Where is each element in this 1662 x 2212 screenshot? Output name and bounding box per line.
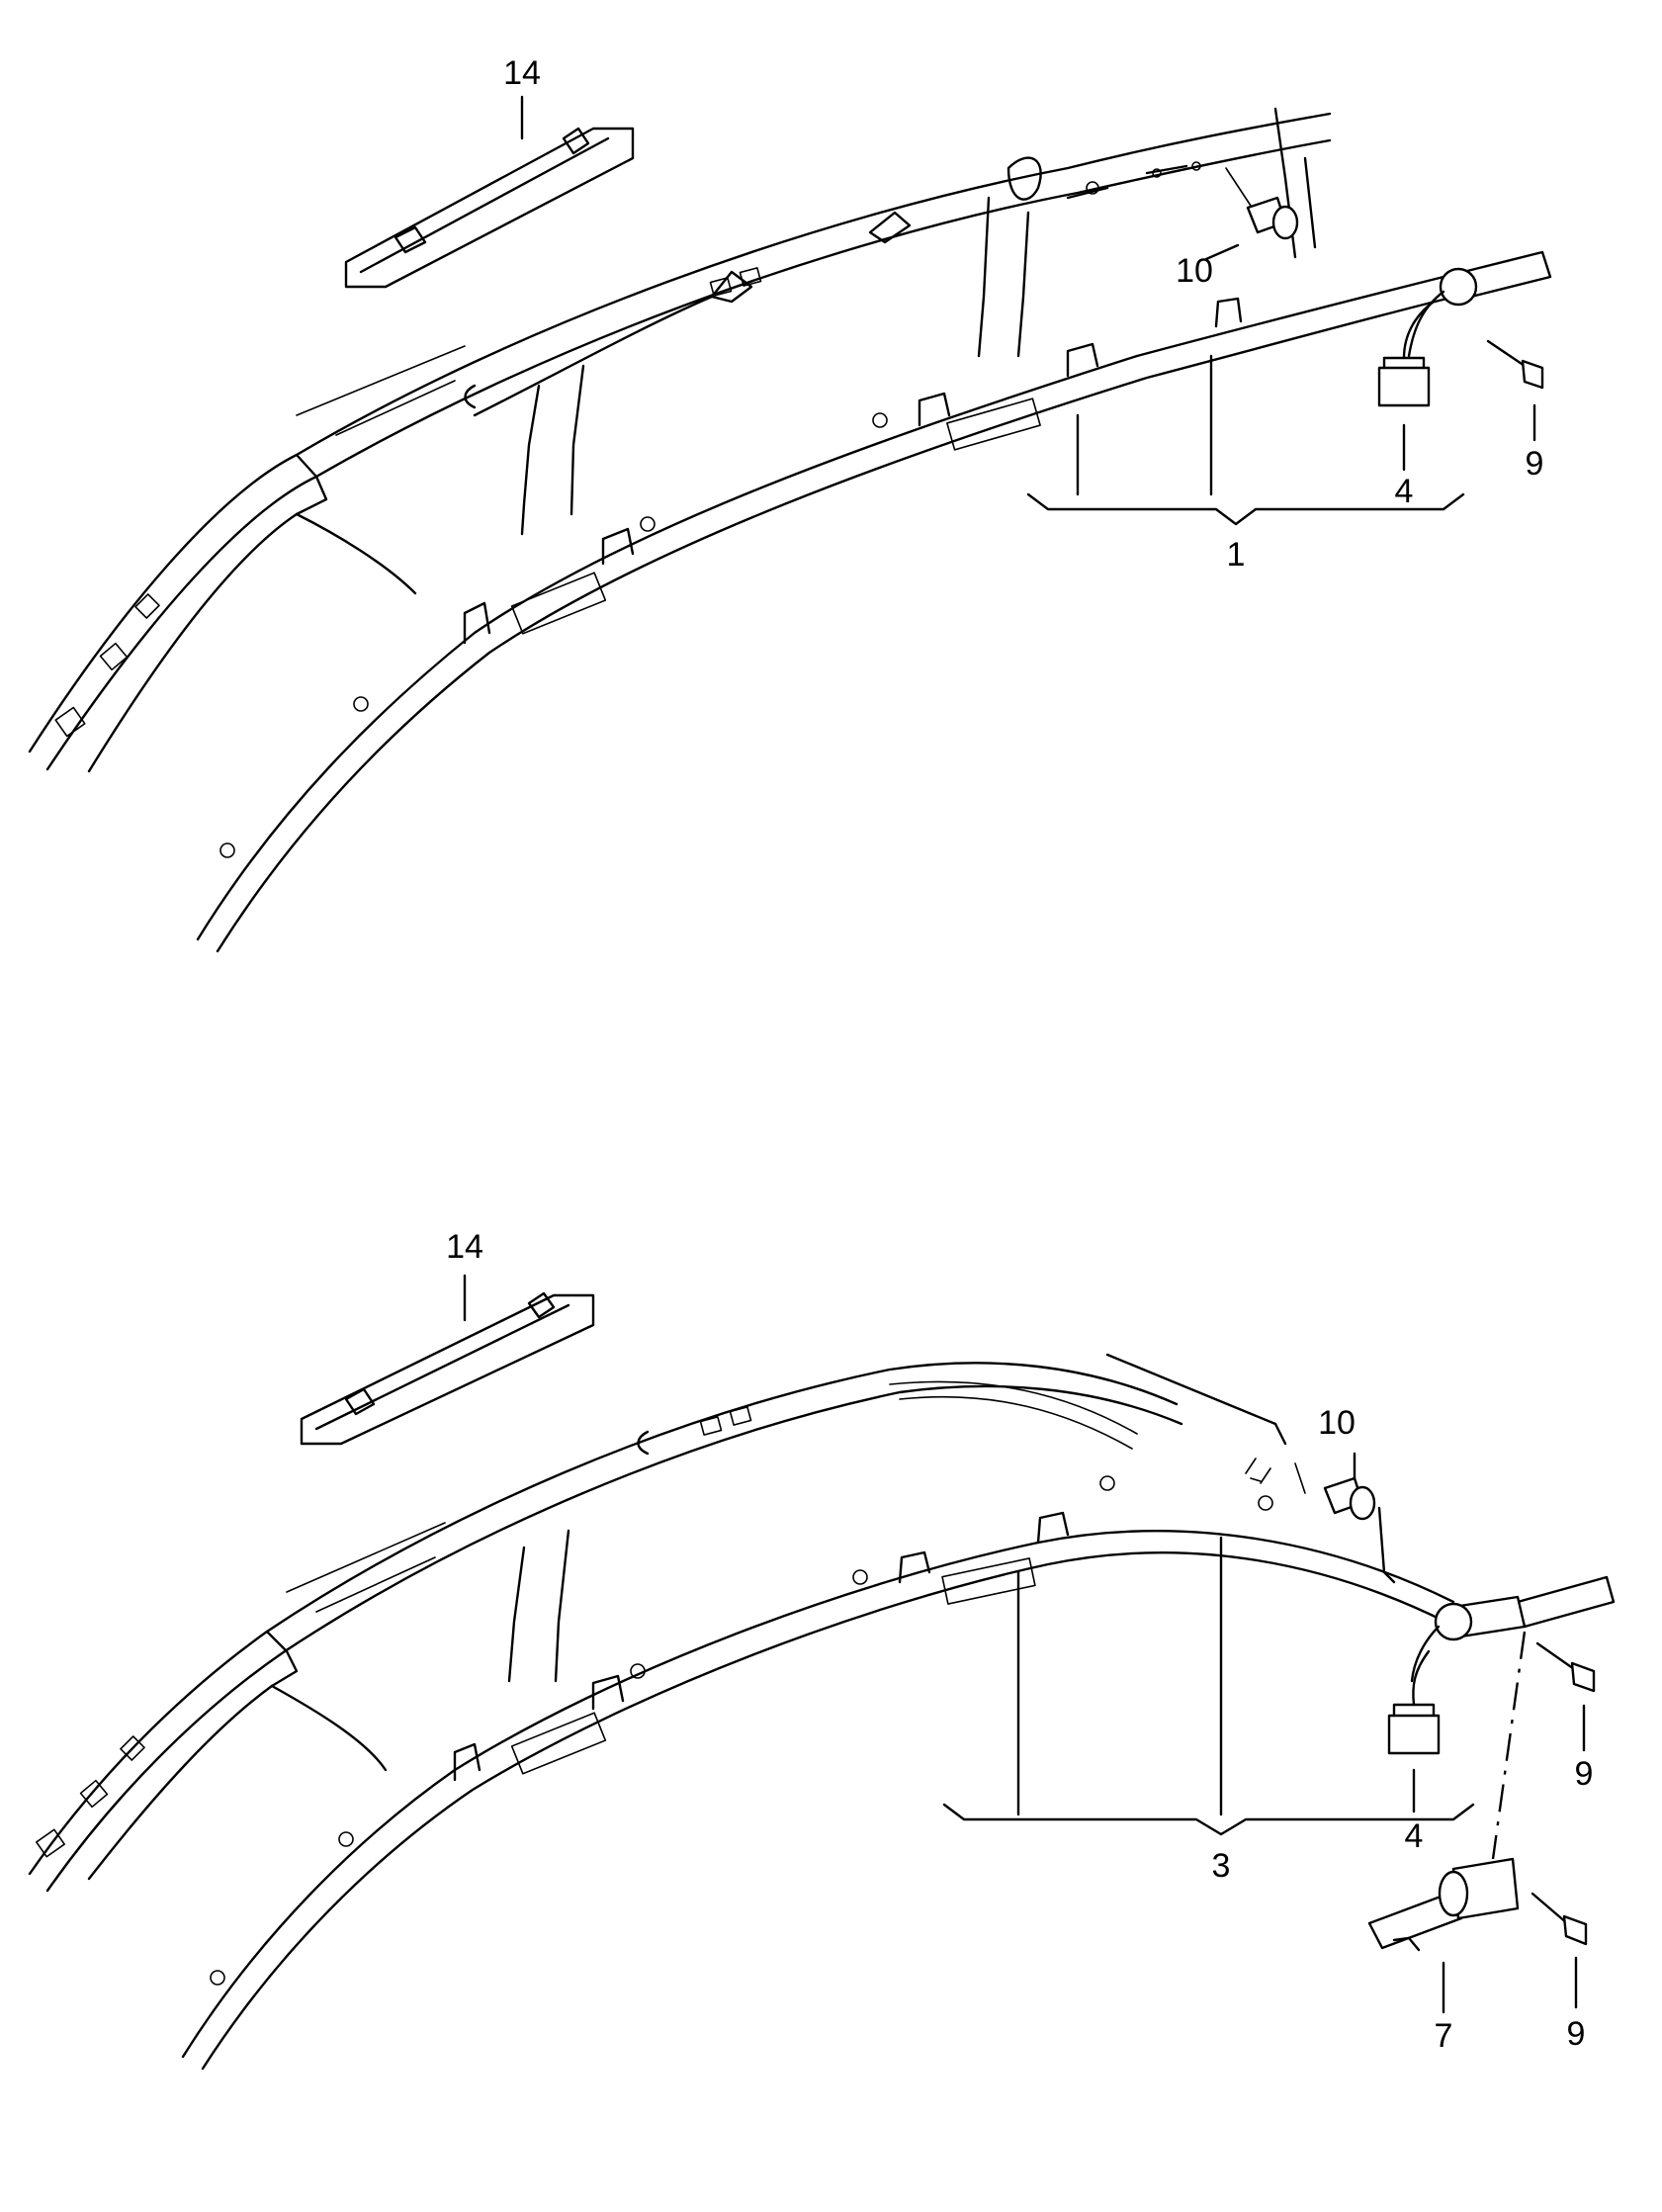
callout-14-bottom: 14 (446, 1228, 483, 1266)
callout-9a-bottom: 9 (1575, 1755, 1594, 1793)
callout-3-bottom: 3 (1212, 1847, 1231, 1885)
top-assembly: 14 10 4 9 1 (28, 54, 1552, 953)
top-roof-frame (28, 107, 1332, 773)
callout-4-top: 4 (1395, 473, 1414, 510)
top-part-9-bolt (1486, 339, 1544, 442)
bottom-roof-frame (28, 1353, 1287, 1893)
callout-9-top: 9 (1526, 445, 1544, 483)
callout-14-top: 14 (503, 54, 541, 92)
top-bracket-1 (1026, 354, 1465, 526)
bottom-dash-line (1491, 1631, 1527, 1860)
top-part-14 (344, 95, 635, 289)
bottom-assembly: 14 10 4 9 3 7 9 (28, 1228, 1616, 2071)
bottom-bracket-3 (942, 1536, 1475, 1836)
top-part-10-clip (1204, 167, 1299, 261)
top-part-1-airbag (196, 250, 1552, 953)
bottom-part-7-bracket (1367, 1857, 1520, 2014)
callout-9b-bottom: 9 (1567, 2015, 1586, 2053)
callout-10-bottom: 10 (1318, 1404, 1356, 1442)
callout-1-top: 1 (1227, 536, 1246, 574)
bottom-part-3-airbag (181, 1475, 1616, 2071)
top-part-4-connector (1377, 300, 1436, 472)
bottom-part-14 (300, 1274, 595, 1446)
callout-4-bottom: 4 (1405, 1817, 1424, 1855)
bottom-part-10-clip (1250, 1452, 1396, 1584)
callout-7-bottom: 7 (1435, 2017, 1453, 2055)
bottom-part-9b-bolt (1531, 1892, 1588, 2009)
callout-10-top: 10 (1176, 252, 1213, 290)
bottom-part-4-connector (1387, 1649, 1441, 1814)
bottom-part-9a-bolt (1535, 1641, 1596, 1752)
